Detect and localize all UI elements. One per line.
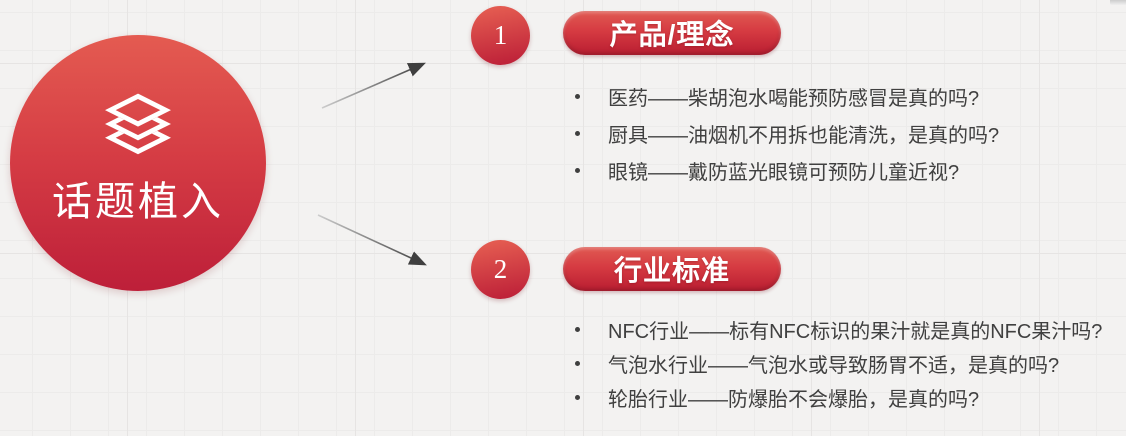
topic-hub-circle: 话题植入 — [10, 35, 266, 291]
list-item-text: 医药——柴胡泡水喝能预防感冒是真的吗? — [608, 88, 980, 110]
bullet-dot-icon — [575, 394, 580, 400]
section-2-number: 2 — [493, 254, 508, 284]
bullet-dot-icon — [575, 131, 580, 136]
section-2-list: NFC行业——标有NFC标识的果汁就是真的NFC果汁吗? 气泡水行业——气泡水或… — [570, 312, 1102, 414]
list-item: 气泡水行业——气泡水或导致肠胃不适，是真的吗? — [570, 346, 1102, 380]
bullet-dot-icon — [575, 326, 580, 332]
list-item: 医药——柴胡泡水喝能预防感冒是真的吗? — [570, 78, 999, 115]
list-item-text: NFC行业——标有NFC标识的果汁就是真的NFC果汁吗? — [608, 320, 1103, 343]
section-2-number-badge: 2 — [471, 240, 530, 299]
section-1-number-badge: 1 — [471, 6, 530, 65]
bullet-dot-icon — [575, 360, 580, 366]
bullet-dot-icon — [575, 94, 580, 99]
section-1-number: 1 — [493, 20, 508, 50]
section-2-title-pill: 行业标准 — [563, 247, 781, 291]
list-item-text: 眼镜——戴防蓝光眼镜可预防儿童近视? — [608, 162, 960, 184]
section-2-title: 行业标准 — [613, 255, 730, 286]
list-item-text: 气泡水行业——气泡水或导致肠胃不适，是真的吗? — [608, 354, 1060, 377]
topic-hub-label: 话题植入 — [52, 179, 224, 225]
list-item: NFC行业——标有NFC标识的果汁就是真的NFC果汁吗? — [570, 312, 1102, 346]
list-item: 厨具——油烟机不用拆也能清洗，是真的吗? — [570, 115, 999, 152]
list-item: 轮胎行业——防爆胎不会爆胎，是真的吗? — [570, 380, 1102, 414]
section-1-title: 产品/理念 — [609, 19, 735, 50]
arrow-to-section-2 — [317, 214, 427, 266]
layers-icon — [105, 93, 171, 155]
list-item-text: 轮胎行业——防爆胎不会爆胎，是真的吗? — [608, 388, 980, 411]
list-item: 眼镜——戴防蓝光眼镜可预防儿童近视? — [570, 152, 999, 189]
window-edge-artifact — [1110, 0, 1126, 5]
bullet-dot-icon — [575, 168, 580, 173]
list-item-text: 厨具——油烟机不用拆也能清洗，是真的吗? — [608, 125, 1000, 147]
section-1-list: 医药——柴胡泡水喝能预防感冒是真的吗? 厨具——油烟机不用拆也能清洗，是真的吗?… — [570, 78, 999, 189]
arrow-to-section-1 — [321, 62, 426, 109]
section-1-title-pill: 产品/理念 — [563, 11, 781, 55]
